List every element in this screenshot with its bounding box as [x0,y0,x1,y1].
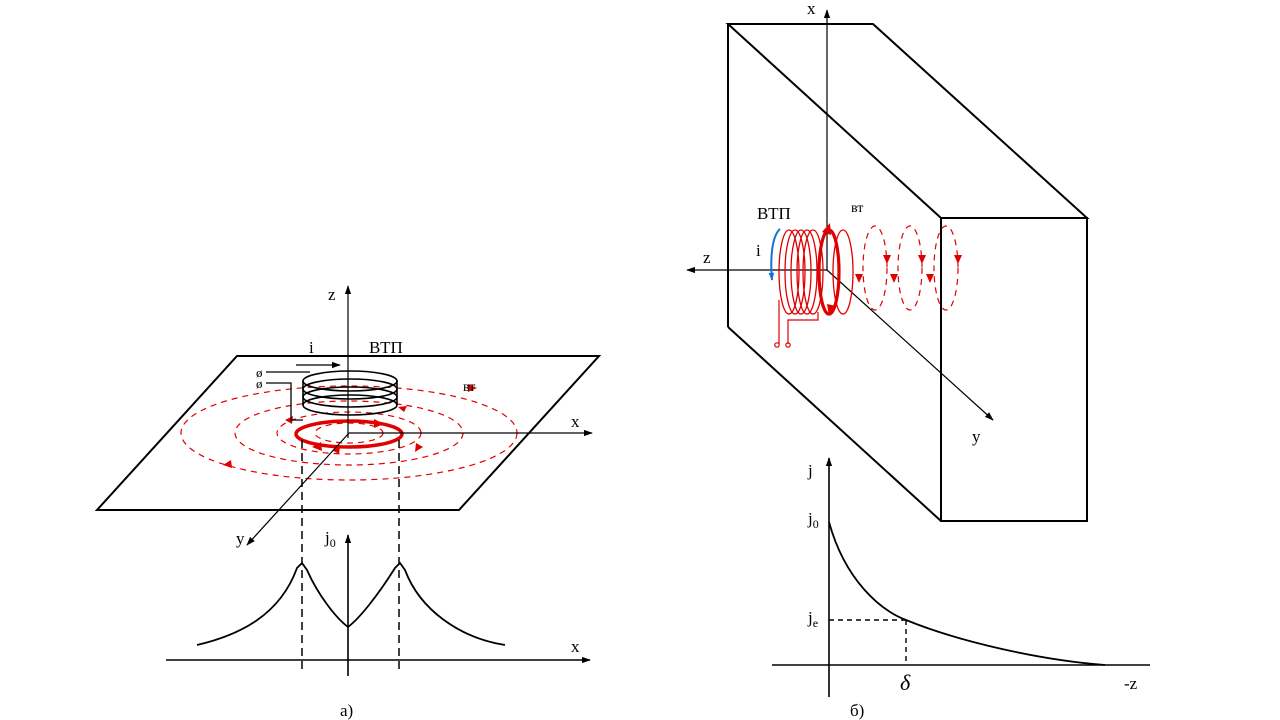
diagram-b: x z y ВТП i вт [686,0,1150,720]
graph-b-x-label: -z [1124,674,1138,693]
main-eddy-arrow-b2 [827,304,836,316]
graph-b-curve [828,521,1106,666]
eddy-ring-b1 [832,229,854,315]
diagram-a: ø ø z x y i ВТП вт j0 x а) [94,285,602,720]
main-eddy-arrow-2 [312,442,322,451]
probe-label-a: ВТП [369,338,403,357]
eddy-arrows-b [855,255,962,283]
main-eddy-arrow-b1 [822,223,831,235]
coil-leads-b [774,300,819,348]
z-axis-label-b: z [703,248,711,267]
y-axis-a [246,432,350,546]
caption-b: б) [850,701,864,720]
x-axis-label-b: x [807,0,816,18]
graph-b-je-label: je [807,608,818,630]
main-eddy-arrow-1 [374,419,384,428]
terminal-1-glyph: ø [256,365,263,380]
coil-leads-a [266,371,310,421]
graph-b-j0-label: j0 [807,509,819,531]
graph-b-depth-label: δ [900,670,911,695]
eddy-label-b: вт [851,201,863,216]
current-label-a: i [309,338,314,357]
current-arrow-b [768,228,781,281]
y-axis-b [826,269,994,421]
graph-a-x-label: x [571,637,580,656]
caption-a: а) [340,701,353,720]
block-b [725,23,1090,522]
graph-a-y-label: j0 [324,528,336,550]
z-axis-label-a: z [328,285,336,304]
eddy-rings-b [862,225,959,311]
eddy-label-a: вт [463,380,475,395]
probe-coil-b [778,229,824,315]
main-eddy-loop-a [294,419,404,449]
graph-b-y-label: j [807,461,813,480]
y-axis-label-a: y [236,529,245,548]
plate-a [94,355,602,511]
terminal-2-glyph: ø [256,376,263,391]
probe-coil-a [302,370,398,416]
y-axis-label-b: y [972,427,981,446]
eddy-arrows-a [223,384,477,468]
graph-a-curve [196,561,506,646]
probe-label-b: ВТП [757,204,791,223]
current-label-b: i [756,241,761,260]
x-axis-plane-label-a: x [571,412,580,431]
